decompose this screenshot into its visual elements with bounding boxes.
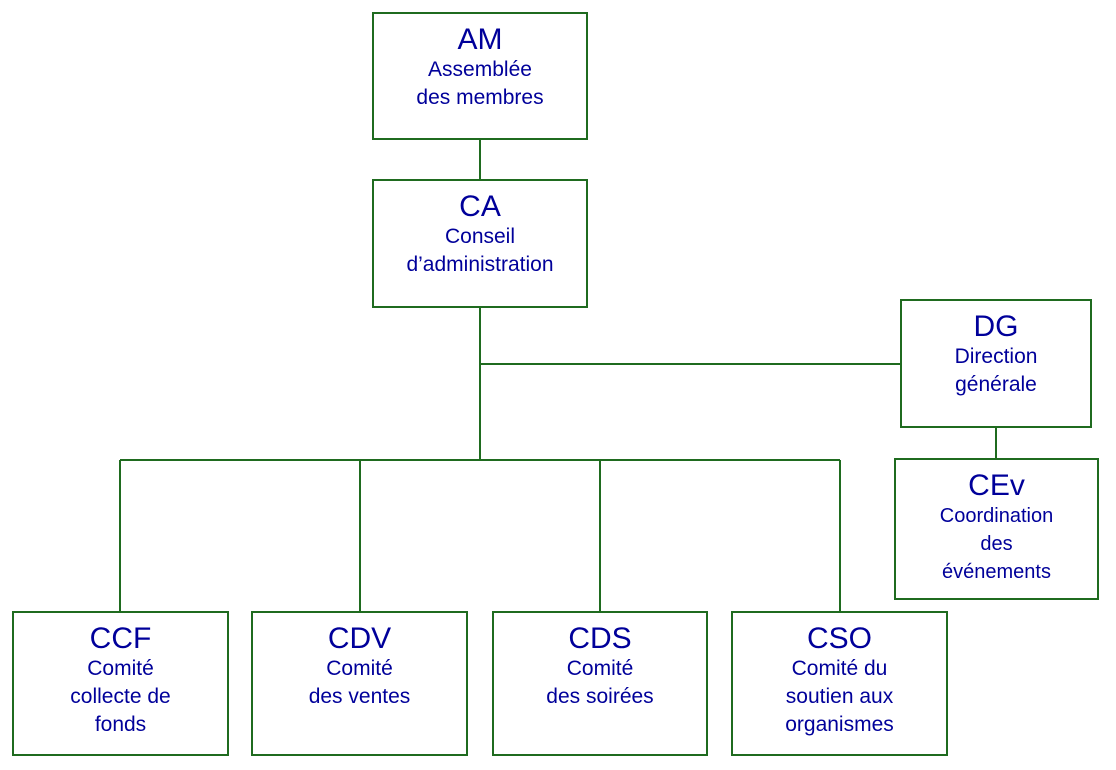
node-cso-abbr: CSO — [806, 622, 872, 655]
node-cev: CEv Coordination des événements — [894, 458, 1099, 600]
node-dg: DG Direction générale — [900, 299, 1092, 428]
node-cds: CDS Comité des soirées — [492, 611, 708, 756]
node-cds-abbr: CDS — [568, 622, 632, 655]
node-cds-name: Comité des soirées — [546, 657, 654, 708]
node-ca-name: Conseil d’administration — [406, 225, 554, 276]
node-cso-name: Comité du soutien aux organismes — [785, 657, 894, 736]
node-ccf-abbr: CCF — [89, 622, 152, 655]
node-cev-abbr: CEv — [968, 469, 1025, 502]
node-dg-name: Direction générale — [954, 345, 1038, 396]
node-am-name: Assemblée des membres — [416, 58, 544, 109]
node-cdv-abbr: CDV — [327, 622, 392, 655]
node-cdv: CDV Comité des ventes — [251, 611, 468, 756]
node-am: AM Assemblée des membres — [372, 12, 588, 140]
node-ca-abbr: CA — [459, 190, 501, 223]
node-cdv-name: Comité des ventes — [308, 657, 411, 708]
node-ccf: CCF Comité collecte de fonds — [12, 611, 229, 756]
node-dg-abbr: DG — [973, 310, 1019, 343]
node-cso: CSO Comité du soutien aux organismes — [731, 611, 948, 756]
node-ca: CA Conseil d’administration — [372, 179, 588, 308]
node-ccf-name: Comité collecte de fonds — [70, 657, 171, 736]
node-cev-name: Coordination des événements — [939, 505, 1054, 583]
node-am-abbr: AM — [457, 23, 503, 56]
